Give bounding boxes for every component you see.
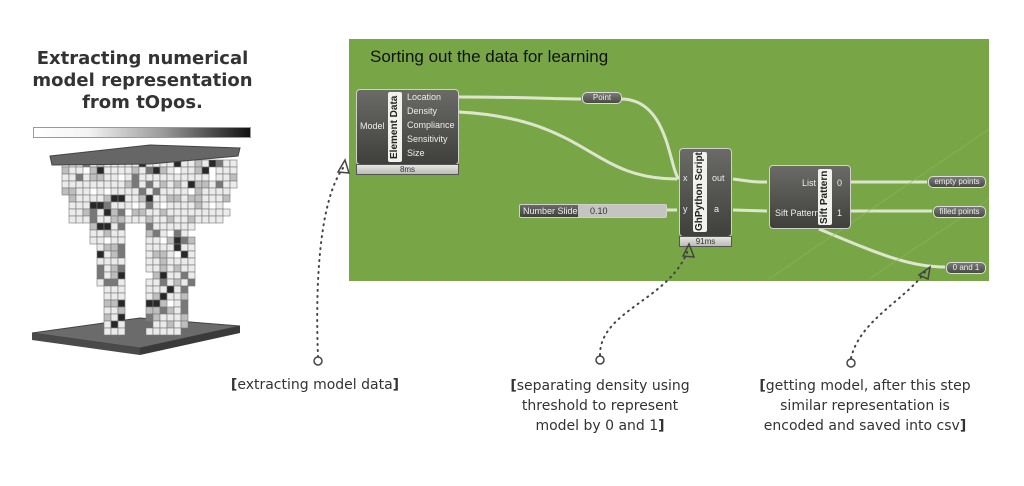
caption-line: model by 0 and 1 xyxy=(535,418,659,434)
wire-location-point xyxy=(458,95,582,101)
input-y[interactable]: y xyxy=(683,204,688,214)
voxel xyxy=(124,201,133,210)
title-line: from tOpos. xyxy=(82,92,203,113)
caption-line: similar representation is xyxy=(780,398,950,414)
output-sensitivity[interactable]: Sensitivity xyxy=(407,134,448,144)
caption-line: separating density using xyxy=(516,378,690,394)
element-data-component[interactable]: Model Element Data Location Density Comp… xyxy=(356,89,459,165)
wire-density-python-x xyxy=(458,110,678,181)
filled-points-param[interactable]: filled points xyxy=(933,206,986,218)
sift-pattern-component[interactable]: List Sift Pattern Sift Pattern 0 1 xyxy=(769,165,851,229)
wire-point-python xyxy=(620,97,681,181)
wires xyxy=(458,95,989,280)
slider-track[interactable]: 0.10 xyxy=(578,205,666,217)
voxel xyxy=(173,327,182,336)
timer-label: 91ms xyxy=(679,236,732,247)
output-0[interactable]: 0 xyxy=(837,178,843,188)
ghpython-script-component[interactable]: x y GhPython Script out a xyxy=(679,148,732,237)
density-gradient-legend xyxy=(33,127,251,138)
wire-sift-01 xyxy=(818,227,946,269)
input-sift-pattern[interactable]: Sift Pattern xyxy=(775,208,820,218)
slider-value: 0.10 xyxy=(590,206,608,216)
voxel xyxy=(180,320,189,329)
number-slider[interactable]: Number Slider 0.10 xyxy=(519,204,667,218)
input-x[interactable]: x xyxy=(683,173,688,183)
caption-line: threshold to represent xyxy=(521,398,679,414)
voxel xyxy=(187,222,196,231)
input-list[interactable]: List xyxy=(802,178,817,188)
empty-points-param[interactable]: empty points xyxy=(928,176,986,188)
timer-label: 8ms xyxy=(356,164,459,175)
voxel xyxy=(117,327,126,336)
caption-extracting: [extracting model data] xyxy=(230,377,400,393)
wire-a-sift xyxy=(732,208,768,213)
output-compliance[interactable]: Compliance xyxy=(407,120,455,130)
caption-line: extracting model data xyxy=(237,377,393,393)
voxel xyxy=(159,229,168,238)
output-size[interactable]: Size xyxy=(407,148,425,158)
slider-name: Number Slider xyxy=(523,206,581,216)
output-a[interactable]: a xyxy=(714,204,720,214)
voxel-model-image xyxy=(31,144,241,355)
caption-getting-model: [getting model, after this step similar … xyxy=(720,376,1010,436)
input-model[interactable]: Model xyxy=(360,121,385,131)
output-1[interactable]: 1 xyxy=(837,208,843,218)
voxel xyxy=(222,194,231,203)
figure-title: Extracting numerical model representatio… xyxy=(10,48,275,114)
wire-out-list xyxy=(732,177,768,184)
title-line: model representation xyxy=(32,70,253,91)
grasshopper-canvas[interactable]: Sorting out the data for learning Model … xyxy=(349,39,989,281)
caption-line: getting model, after this step xyxy=(765,378,971,394)
zero-and-one-param[interactable]: 0 and 1 xyxy=(946,262,986,274)
voxel xyxy=(222,208,231,217)
output-location[interactable]: Location xyxy=(407,92,442,102)
output-out[interactable]: out xyxy=(712,173,725,183)
title-line: Extracting numerical xyxy=(36,48,249,69)
point-param[interactable]: Point xyxy=(582,92,622,104)
output-density[interactable]: Density xyxy=(407,106,438,116)
voxel xyxy=(229,180,238,189)
canvas-group-title: Sorting out the data for learning xyxy=(370,47,609,66)
caption-separating: [separating density using threshold to r… xyxy=(470,376,730,436)
voxel xyxy=(187,278,196,287)
voxel xyxy=(215,215,224,224)
caption-line: encoded and saved into csv xyxy=(763,418,960,434)
